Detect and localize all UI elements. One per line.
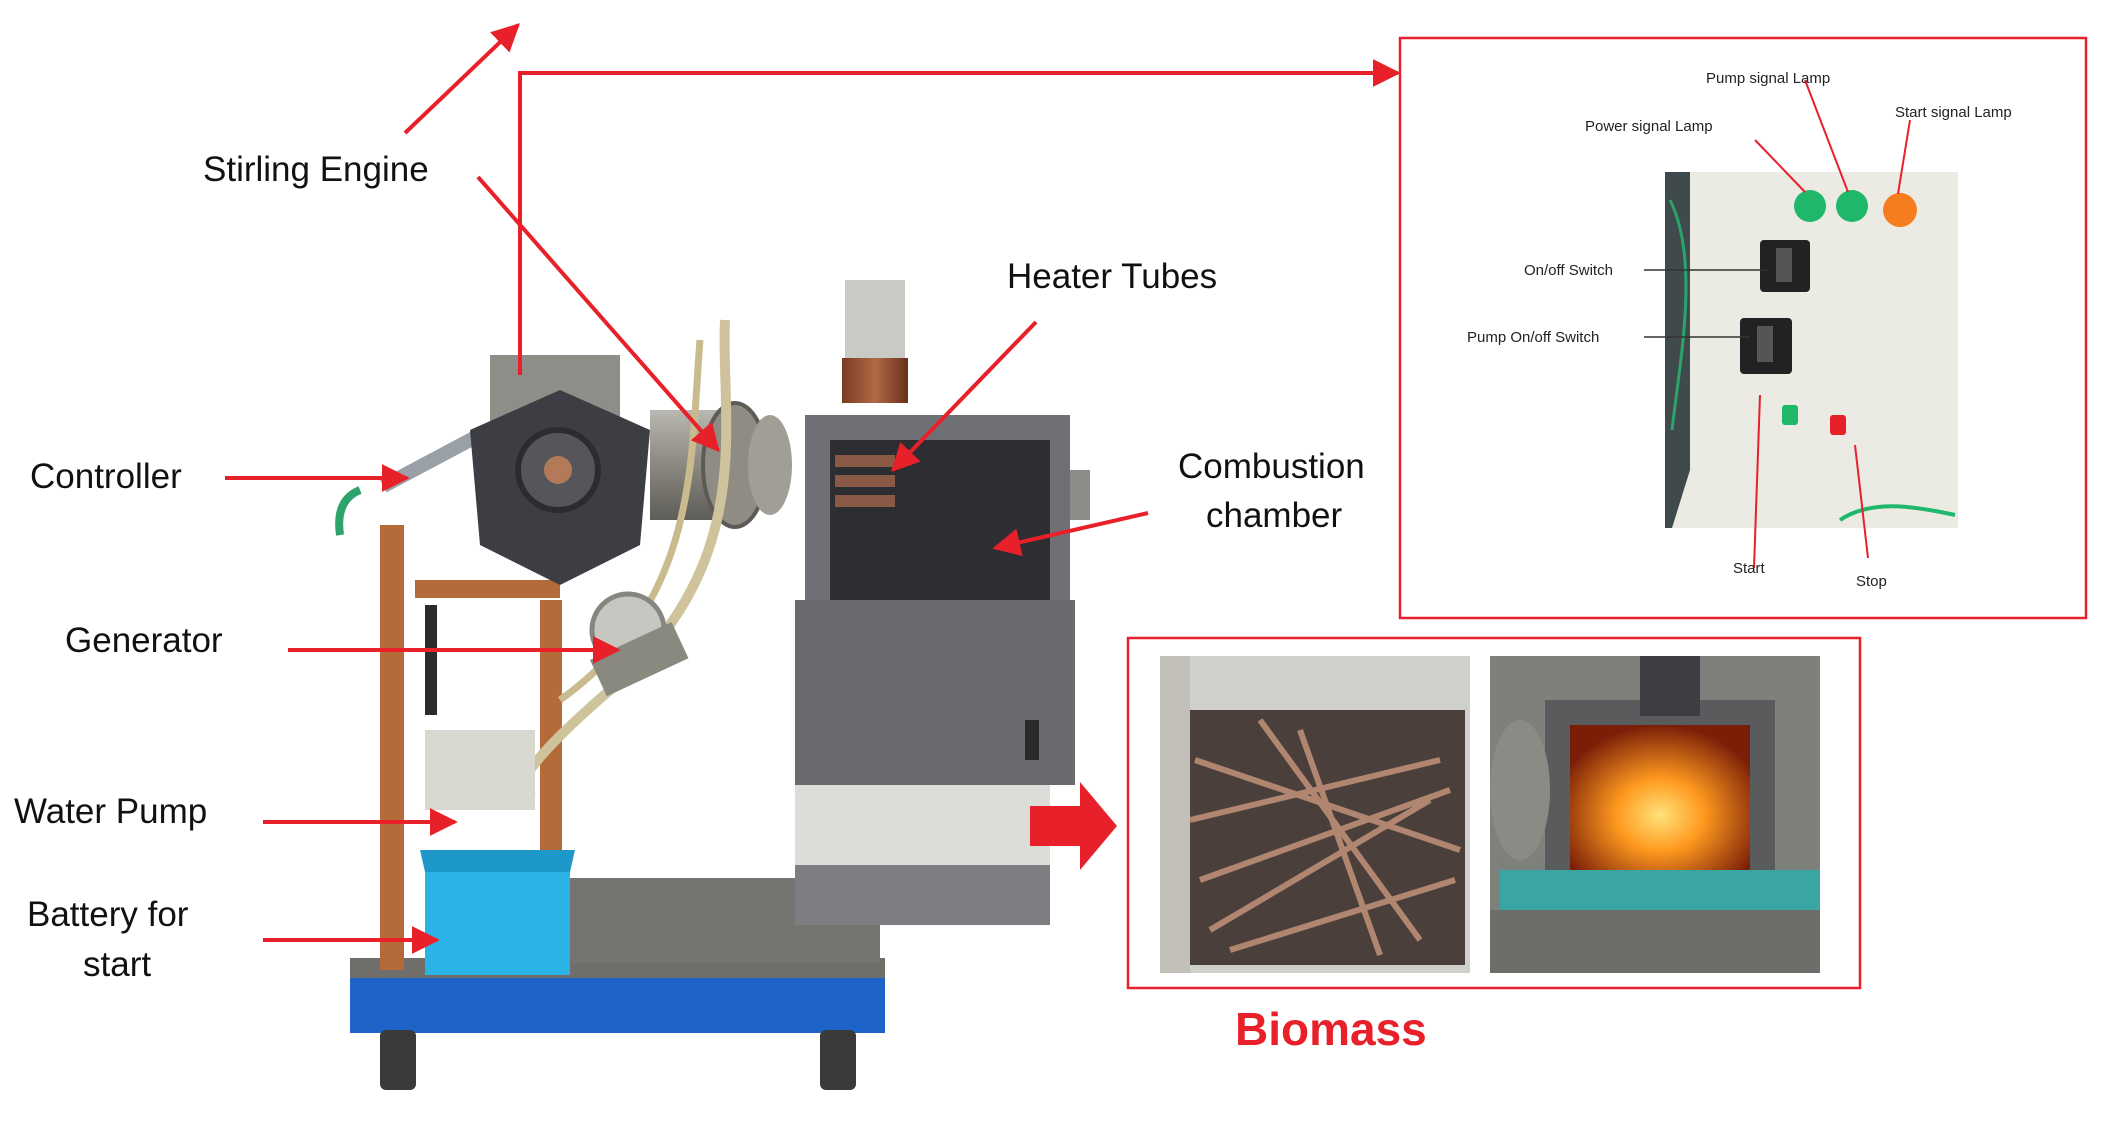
arrow-heater-tubes	[891, 320, 1038, 473]
machine-photo	[335, 280, 1090, 1090]
label-combustion-line2: chamber	[1206, 496, 1343, 535]
connector-to-panel	[518, 59, 1401, 375]
control-panel-board	[1672, 172, 1958, 528]
stirling-engine-body	[470, 355, 792, 585]
start-lamp-icon	[1883, 193, 1917, 227]
panel-label-start-signal-lamp: Start signal Lamp	[1895, 104, 2012, 121]
cart-platform	[350, 975, 885, 1033]
label-controller: Controller	[30, 457, 182, 496]
panel-label-start: Start	[1733, 560, 1766, 577]
panel-label-on-off-switch: On/off Switch	[1524, 262, 1613, 279]
pump-lamp-icon	[1836, 190, 1868, 222]
label-stirling-engine: Stirling Engine	[203, 150, 429, 189]
biomass-photo-burning	[1490, 656, 1820, 973]
stop-button-icon	[1830, 415, 1846, 435]
panel-label-pump-on-off-switch: Pump On/off Switch	[1467, 329, 1599, 346]
biomass-photo-unlit	[1160, 656, 1470, 973]
cart-wheel-icon	[380, 1030, 856, 1090]
generator-unit	[589, 591, 689, 697]
power-lamp-icon	[1794, 190, 1826, 222]
control-panel-inset: Pump signal Lamp Power signal Lamp Start…	[1398, 36, 2088, 620]
label-biomass: Biomass	[1235, 1003, 1427, 1055]
label-battery-line2: start	[83, 945, 151, 984]
block-arrow-right	[1030, 782, 1117, 870]
battery-box	[420, 850, 575, 975]
callout-arrows	[225, 23, 1401, 954]
biomass-inset: Biomass	[1126, 636, 1862, 1055]
water-pump-unit	[425, 730, 535, 810]
panel-label-power-signal-lamp: Power signal Lamp	[1585, 118, 1713, 135]
combustion-chamber-unit	[795, 415, 1090, 925]
label-water-pump: Water Pump	[14, 792, 207, 831]
label-heater-tubes: Heater Tubes	[1007, 257, 1217, 296]
start-button-icon	[1782, 405, 1798, 425]
label-combustion-line1: Combustion	[1178, 447, 1365, 486]
panel-label-pump-signal-lamp: Pump signal Lamp	[1706, 70, 1830, 87]
label-battery-line1: Battery for	[27, 895, 189, 934]
panel-label-stop: Stop	[1856, 573, 1887, 590]
arrow-combustion-chamber	[992, 511, 1149, 557]
arrow-up-diagonal	[403, 23, 521, 135]
label-generator: Generator	[65, 621, 223, 660]
